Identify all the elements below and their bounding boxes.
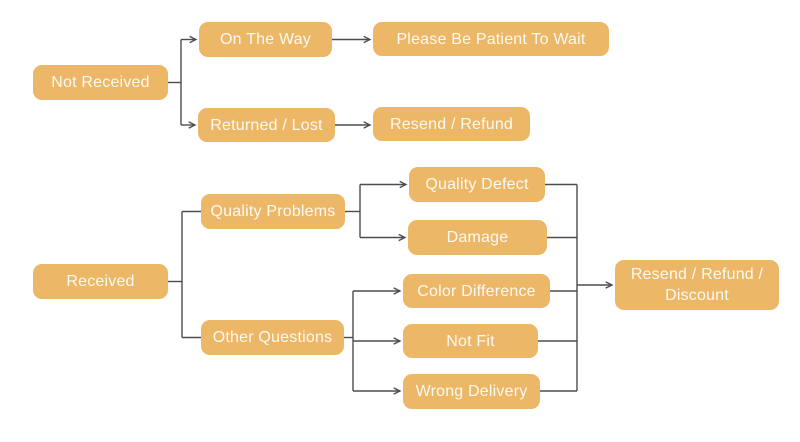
node-color-difference: Color Difference	[403, 274, 550, 308]
node-not-fit: Not Fit	[403, 324, 538, 358]
node-not-received: Not Received	[33, 65, 168, 100]
node-received: Received	[33, 264, 168, 299]
node-quality-defect: Quality Defect	[409, 167, 545, 202]
node-returned-lost: Returned / Lost	[198, 108, 335, 142]
node-other-questions: Other Questions	[201, 320, 344, 355]
node-resend-refund-discount: Resend / Refund / Discount	[615, 260, 779, 310]
node-on-the-way: On The Way	[199, 22, 332, 57]
node-please-be-patient: Please Be Patient To Wait	[373, 22, 609, 56]
node-resend-refund: Resend / Refund	[373, 107, 530, 141]
node-damage: Damage	[408, 220, 547, 255]
node-wrong-delivery: Wrong Delivery	[403, 374, 540, 409]
node-quality-problems: Quality Problems	[201, 194, 345, 229]
